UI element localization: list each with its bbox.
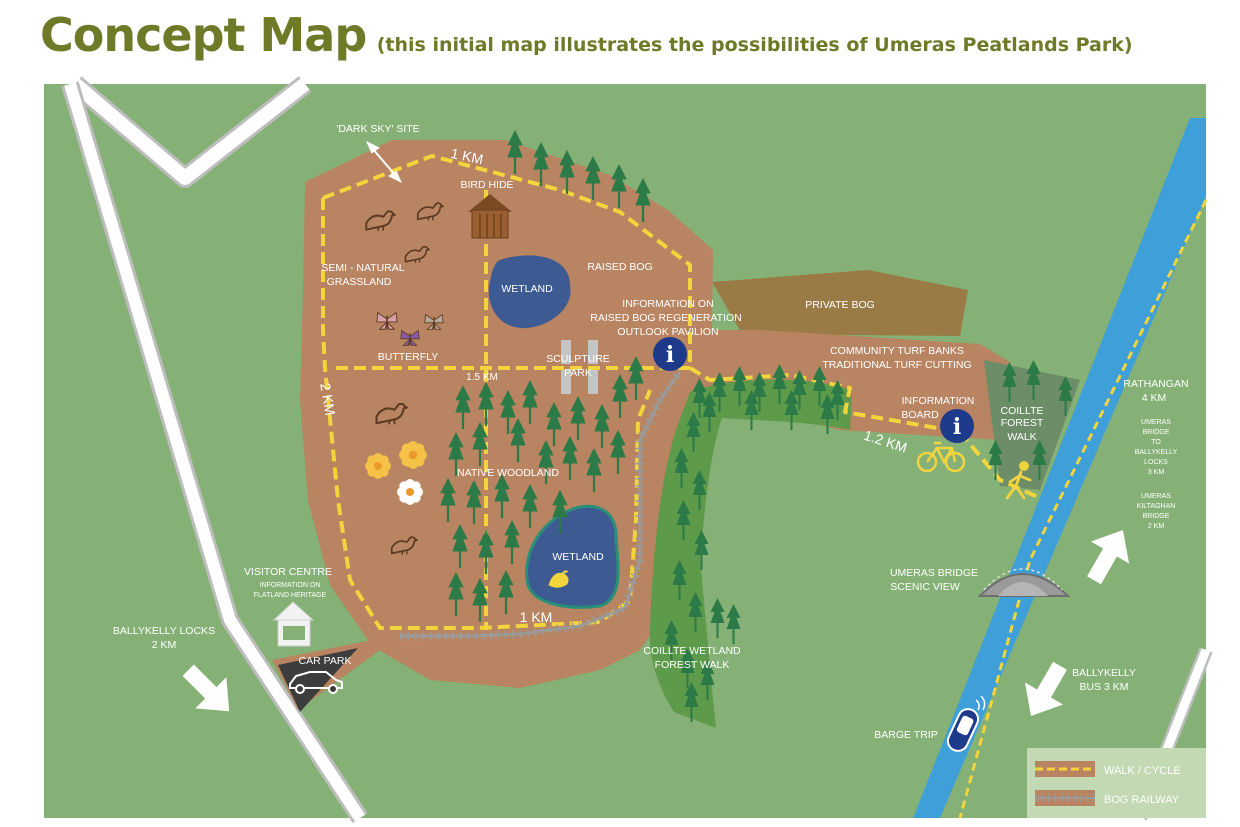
label-scenic-2: SCENIC VIEW bbox=[890, 581, 960, 593]
visitor-centre-icon bbox=[272, 601, 315, 647]
label-ballykelly-bus-2: BUS 3 KM bbox=[1079, 681, 1128, 693]
wetland-bottom bbox=[525, 504, 620, 609]
label-distance-1-5km: 1.5 KM bbox=[466, 372, 498, 383]
flower-icon bbox=[397, 479, 423, 505]
label-sculpture-2: PARK bbox=[564, 367, 592, 379]
trail-east bbox=[688, 366, 1041, 500]
label-kiltaghan-1: UMERAS bbox=[1141, 493, 1171, 500]
car-icon bbox=[289, 671, 343, 694]
road-top-left bbox=[68, 76, 312, 188]
label-visitor-2: INFORMATION ON bbox=[260, 582, 321, 589]
label-coillte-wetland-1: COILLTE WETLAND bbox=[643, 645, 741, 657]
label-info-raised-2: RAISED BOG REGENERATION bbox=[590, 312, 742, 324]
label-kiltaghan-4: 2 KM bbox=[1148, 523, 1165, 530]
label-native-woodland: NATIVE WOODLAND bbox=[457, 467, 559, 479]
label-info-board-1: INFORMATION bbox=[902, 395, 975, 407]
arrow-down-right-icon bbox=[182, 664, 230, 712]
bog-area bbox=[300, 140, 1010, 688]
label-turf-2: TRADITIONAL TURF CUTTING bbox=[822, 359, 971, 371]
label-distance-1km-bottom: 1 KM bbox=[520, 609, 553, 625]
label-bird-hide: BIRD HIDE bbox=[460, 179, 513, 191]
svg-text:i: i bbox=[666, 342, 674, 368]
label-car-park: CAR PARK bbox=[299, 655, 352, 667]
label-umeras-bridge-1: UMERAS bbox=[1141, 419, 1171, 426]
arrow-down-left-icon bbox=[1024, 661, 1067, 716]
bog-railway bbox=[400, 369, 684, 641]
label-umeras-bridge-2: BRIDGE bbox=[1143, 429, 1170, 436]
dark-sky-arrow-icon bbox=[365, 140, 403, 184]
label-dark-sky: 'DARK SKY' SITE bbox=[336, 123, 419, 135]
label-coillte-3: WALK bbox=[1007, 431, 1036, 443]
coillte-forest-patch bbox=[984, 360, 1080, 490]
label-distance-2km: 2 KM bbox=[317, 382, 338, 417]
car-park-surface bbox=[278, 648, 358, 712]
label-coillte-wetland-2: FOREST WALK bbox=[655, 659, 730, 671]
label-visitor-1: VISITOR CENTRE bbox=[244, 566, 332, 578]
canal-towpath-trail bbox=[958, 199, 1208, 819]
label-distance-1km-top: 1 KM bbox=[449, 145, 484, 167]
label-umeras-bridge-4: BALLYKELLY bbox=[1135, 449, 1178, 456]
label-wetland-top: WETLAND bbox=[501, 283, 553, 295]
label-kiltaghan-2: KILTAGHAN bbox=[1137, 503, 1176, 510]
label-ballykelly-bus-1: BALLYKELLY bbox=[1072, 667, 1136, 679]
barge-wake-icon bbox=[975, 695, 986, 711]
barge-icon bbox=[946, 708, 980, 752]
label-ballykelly-locks-2: 2 KM bbox=[152, 639, 177, 651]
label-umeras-bridge-6: 3 KM bbox=[1148, 469, 1165, 476]
label-coillte-1: COILLTE bbox=[1001, 405, 1044, 417]
label-butterfly: BUTTERFLY bbox=[378, 351, 438, 363]
walker-icon bbox=[1005, 461, 1032, 500]
label-barge-trip: BARGE TRIP bbox=[874, 729, 937, 741]
label-umeras-bridge-3: TO bbox=[1151, 439, 1161, 446]
label-scenic-1: UMERAS BRIDGE bbox=[890, 567, 978, 579]
label-semi-natural-1: SEMI - NATURAL bbox=[321, 262, 404, 274]
label-info-board-2: BOARD bbox=[901, 409, 939, 421]
canal bbox=[913, 118, 1206, 818]
info-icon: i bbox=[940, 409, 974, 443]
coillte-wetland-forest bbox=[649, 379, 852, 728]
page-title: Concept Map bbox=[40, 8, 367, 62]
page-subtitle: (this initial map illustrates the possib… bbox=[376, 34, 1133, 56]
info-icon: i bbox=[653, 337, 687, 371]
legend: WALK / CYCLE BOG RAILWAY bbox=[1027, 748, 1206, 818]
legend-walk-cycle: WALK / CYCLE bbox=[1104, 765, 1181, 777]
label-info-raised-1: INFORMATION ON bbox=[622, 298, 713, 310]
label-sculpture-1: SCULPTURE bbox=[546, 353, 610, 365]
wetland-top bbox=[488, 255, 571, 329]
private-bog-area bbox=[712, 270, 968, 336]
label-raised-bog: RAISED BOG bbox=[587, 261, 652, 273]
legend-bog-railway: BOG RAILWAY bbox=[1104, 794, 1180, 806]
sculpture-park-icon bbox=[561, 340, 598, 394]
svg-text:i: i bbox=[953, 414, 961, 440]
label-coillte-2: FOREST bbox=[1001, 417, 1044, 429]
arrow-up-right-icon bbox=[1087, 530, 1130, 585]
trail-north-loop bbox=[322, 154, 692, 370]
bird-hide-icon bbox=[468, 194, 512, 239]
bicycle-icon bbox=[916, 441, 966, 473]
umeras-bridge-icon bbox=[977, 568, 1071, 597]
flower-icon bbox=[365, 453, 391, 479]
label-semi-natural-2: GRASSLAND bbox=[327, 276, 392, 288]
label-info-raised-3: OUTLOOK PAVILION bbox=[617, 326, 718, 338]
label-rathangan-1: RATHANGAN bbox=[1123, 378, 1188, 390]
label-rathangan-2: 4 KM bbox=[1142, 392, 1167, 404]
label-wetland-bottom: WETLAND bbox=[552, 551, 604, 563]
page-header: Concept Map (this initial map illustrate… bbox=[40, 8, 1133, 78]
label-visitor-3: FLATLAND HERITAGE bbox=[254, 592, 327, 599]
label-umeras-bridge-5: LOCKS bbox=[1144, 459, 1168, 466]
road-main bbox=[61, 81, 368, 823]
label-kiltaghan-3: BRIDGE bbox=[1143, 513, 1170, 520]
duck-icon bbox=[548, 570, 569, 588]
label-turf-1: COMMUNITY TURF BANKS bbox=[830, 345, 964, 357]
label-private-bog: PRIVATE BOG bbox=[805, 299, 875, 311]
flower-icon bbox=[399, 441, 427, 469]
trail-west-south-loop bbox=[321, 198, 652, 630]
label-ballykelly-locks-1: BALLYKELLY LOCKS bbox=[113, 625, 215, 637]
